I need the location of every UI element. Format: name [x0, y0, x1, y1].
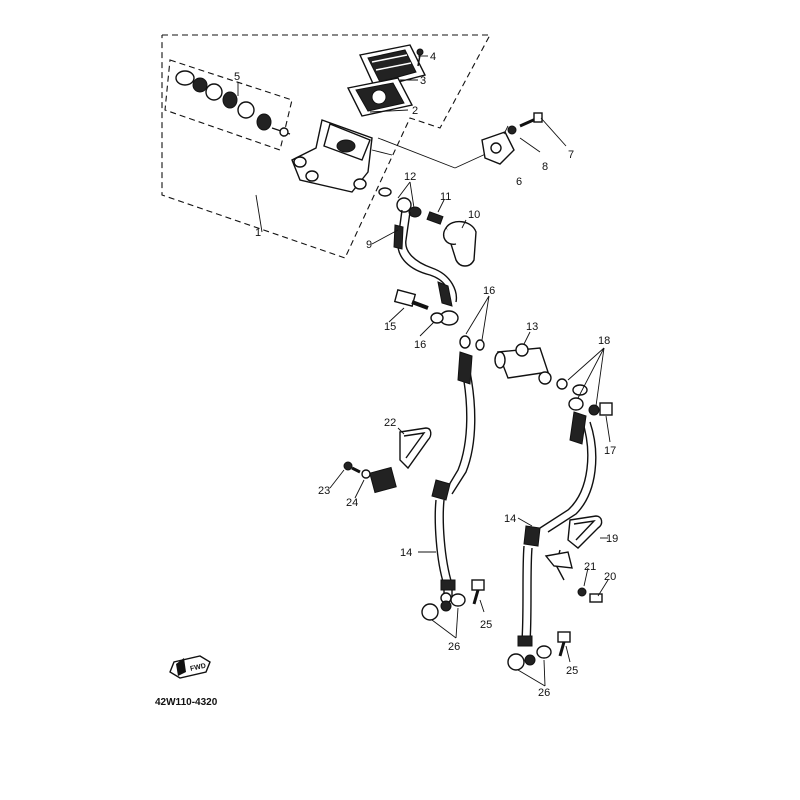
union-bolt-upper — [393, 289, 444, 324]
callout-10: 10 — [468, 209, 480, 221]
callout-4: 4 — [430, 51, 436, 63]
callout-25-right: 25 — [566, 665, 578, 677]
callout-1: 1 — [255, 227, 261, 239]
part-code: 42W110-4320 — [155, 697, 218, 708]
callout-7: 7 — [568, 149, 574, 161]
callout-2: 2 — [412, 105, 418, 117]
master-cylinder-group — [161, 34, 491, 259]
callout-5: 5 — [234, 71, 240, 83]
brake-hose-joint — [459, 335, 613, 416]
callout-26-left: 26 — [448, 641, 460, 653]
callout-11: 11 — [440, 191, 451, 203]
piston-kit — [175, 70, 291, 137]
assembly-dashed-boundary — [161, 34, 491, 259]
callout-6: 6 — [516, 176, 522, 188]
callout-17: 17 — [604, 445, 616, 457]
fwd-arrow-icon: FWD — [169, 655, 211, 679]
callout-14-left: 14 — [400, 547, 412, 559]
callout-16-upper: 16 — [483, 285, 495, 297]
callout-labels: 1 2 3 4 5 6 7 8 9 10 11 12 13 14 14 15 1… — [234, 51, 618, 699]
upper-brake-hose — [378, 187, 459, 326]
fwd-label: FWD — [190, 663, 207, 673]
callout-8: 8 — [542, 161, 548, 173]
callout-21: 21 — [584, 561, 596, 573]
callout-20: 20 — [604, 571, 616, 583]
callout-3: 3 — [420, 75, 426, 87]
left-hose-guide — [343, 427, 432, 494]
right-brake-hose — [507, 411, 597, 671]
callout-25-left: 25 — [480, 619, 492, 631]
callout-15: 15 — [384, 321, 396, 333]
bracket-assembly — [377, 112, 543, 169]
hose-cover — [426, 211, 477, 267]
callout-18: 18 — [598, 335, 610, 347]
callout-22: 22 — [384, 417, 396, 429]
cover-screw — [416, 48, 424, 67]
left-brake-hose — [421, 351, 485, 621]
callout-14-right: 14 — [504, 513, 516, 525]
diaphragm — [346, 77, 414, 117]
callout-13: 13 — [526, 321, 538, 333]
piston-kit-box — [164, 59, 293, 151]
callout-9: 9 — [366, 239, 372, 251]
callout-16-lower: 16 — [414, 339, 426, 351]
callout-19: 19 — [606, 533, 618, 545]
callout-26-right: 26 — [538, 687, 550, 699]
master-cylinder-body — [291, 119, 393, 193]
reservoir-cover — [358, 44, 427, 89]
callout-23: 23 — [318, 485, 330, 497]
leader-lines — [237, 55, 611, 687]
right-hose-guide — [544, 515, 603, 603]
callout-24: 24 — [346, 497, 358, 509]
callout-12: 12 — [404, 171, 416, 183]
